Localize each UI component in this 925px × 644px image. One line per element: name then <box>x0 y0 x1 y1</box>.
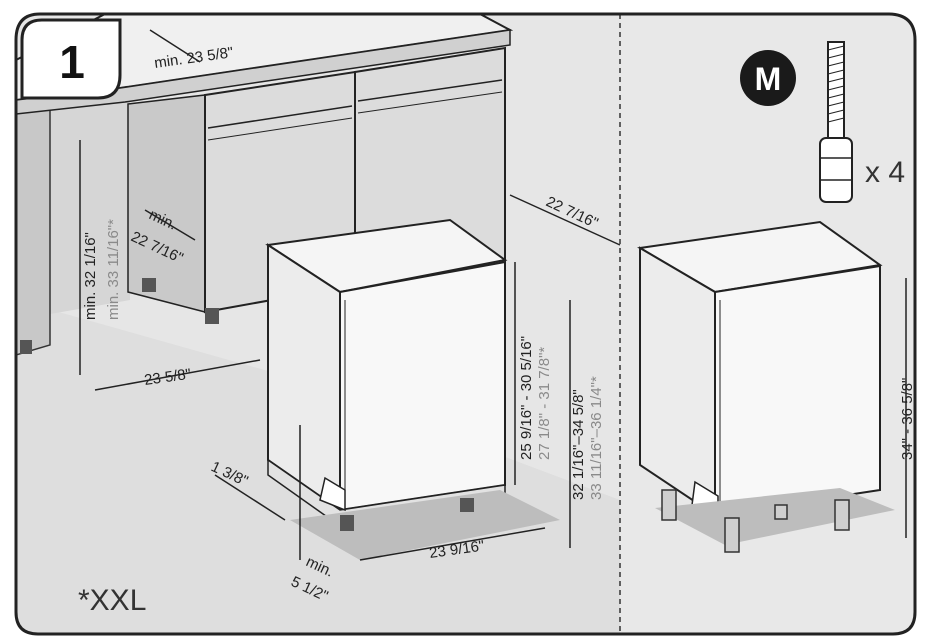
cabinet-door-line <box>357 91 503 114</box>
appliance-total-height-xxl-label: 33 11/16"–36 1/4"* <box>588 376 605 500</box>
cabinet-door-line <box>207 117 353 141</box>
dishwasher-door <box>339 260 506 512</box>
appliance-height-range-label: 25 9/16" - 30 5/16" <box>518 336 535 460</box>
hinge-bracket <box>319 476 346 512</box>
niche-side-panel <box>127 94 206 313</box>
accessory-badge: M <box>740 50 796 106</box>
niche-floor-width-label: 23 5/8" <box>143 366 192 389</box>
accessory-quantity: x 4 <box>865 156 905 189</box>
cabinet-drawer-line <box>357 79 503 102</box>
dimension-lines <box>79 29 621 561</box>
dishwasher-shadow <box>290 490 560 560</box>
cabinet-foot <box>142 278 156 292</box>
adjustable-foot-icon <box>819 41 853 203</box>
dishwasher-foot <box>340 515 354 531</box>
niche-height-min-label: min. 32 1/16" <box>82 232 99 320</box>
countertop-edge <box>16 29 511 115</box>
xxl-footnote: *XXL <box>78 584 146 617</box>
step-badge <box>20 18 122 100</box>
dishwasher2-door <box>714 264 881 517</box>
frame <box>14 12 917 636</box>
appliance-total-height-label: 32 1/16"–34 5/8" <box>570 389 587 500</box>
niche-height-min-xxl-label: min. 33 11/16"* <box>105 219 122 320</box>
left-cabinet <box>16 104 51 357</box>
adjustable-feet <box>661 489 850 553</box>
cabinet-foot <box>205 308 219 324</box>
dishwasher-foot <box>460 498 474 512</box>
svg-text:M: M <box>755 61 782 97</box>
cabinet-drawer-line <box>207 105 353 129</box>
appliance-height-range-xxl-label: 27 1/8" - 31 7/8"* <box>536 347 553 460</box>
cabinet-foot <box>20 340 32 354</box>
right-height-range-label: 34" - 36 5/8" <box>899 378 916 460</box>
step-number: 1 <box>59 36 85 88</box>
